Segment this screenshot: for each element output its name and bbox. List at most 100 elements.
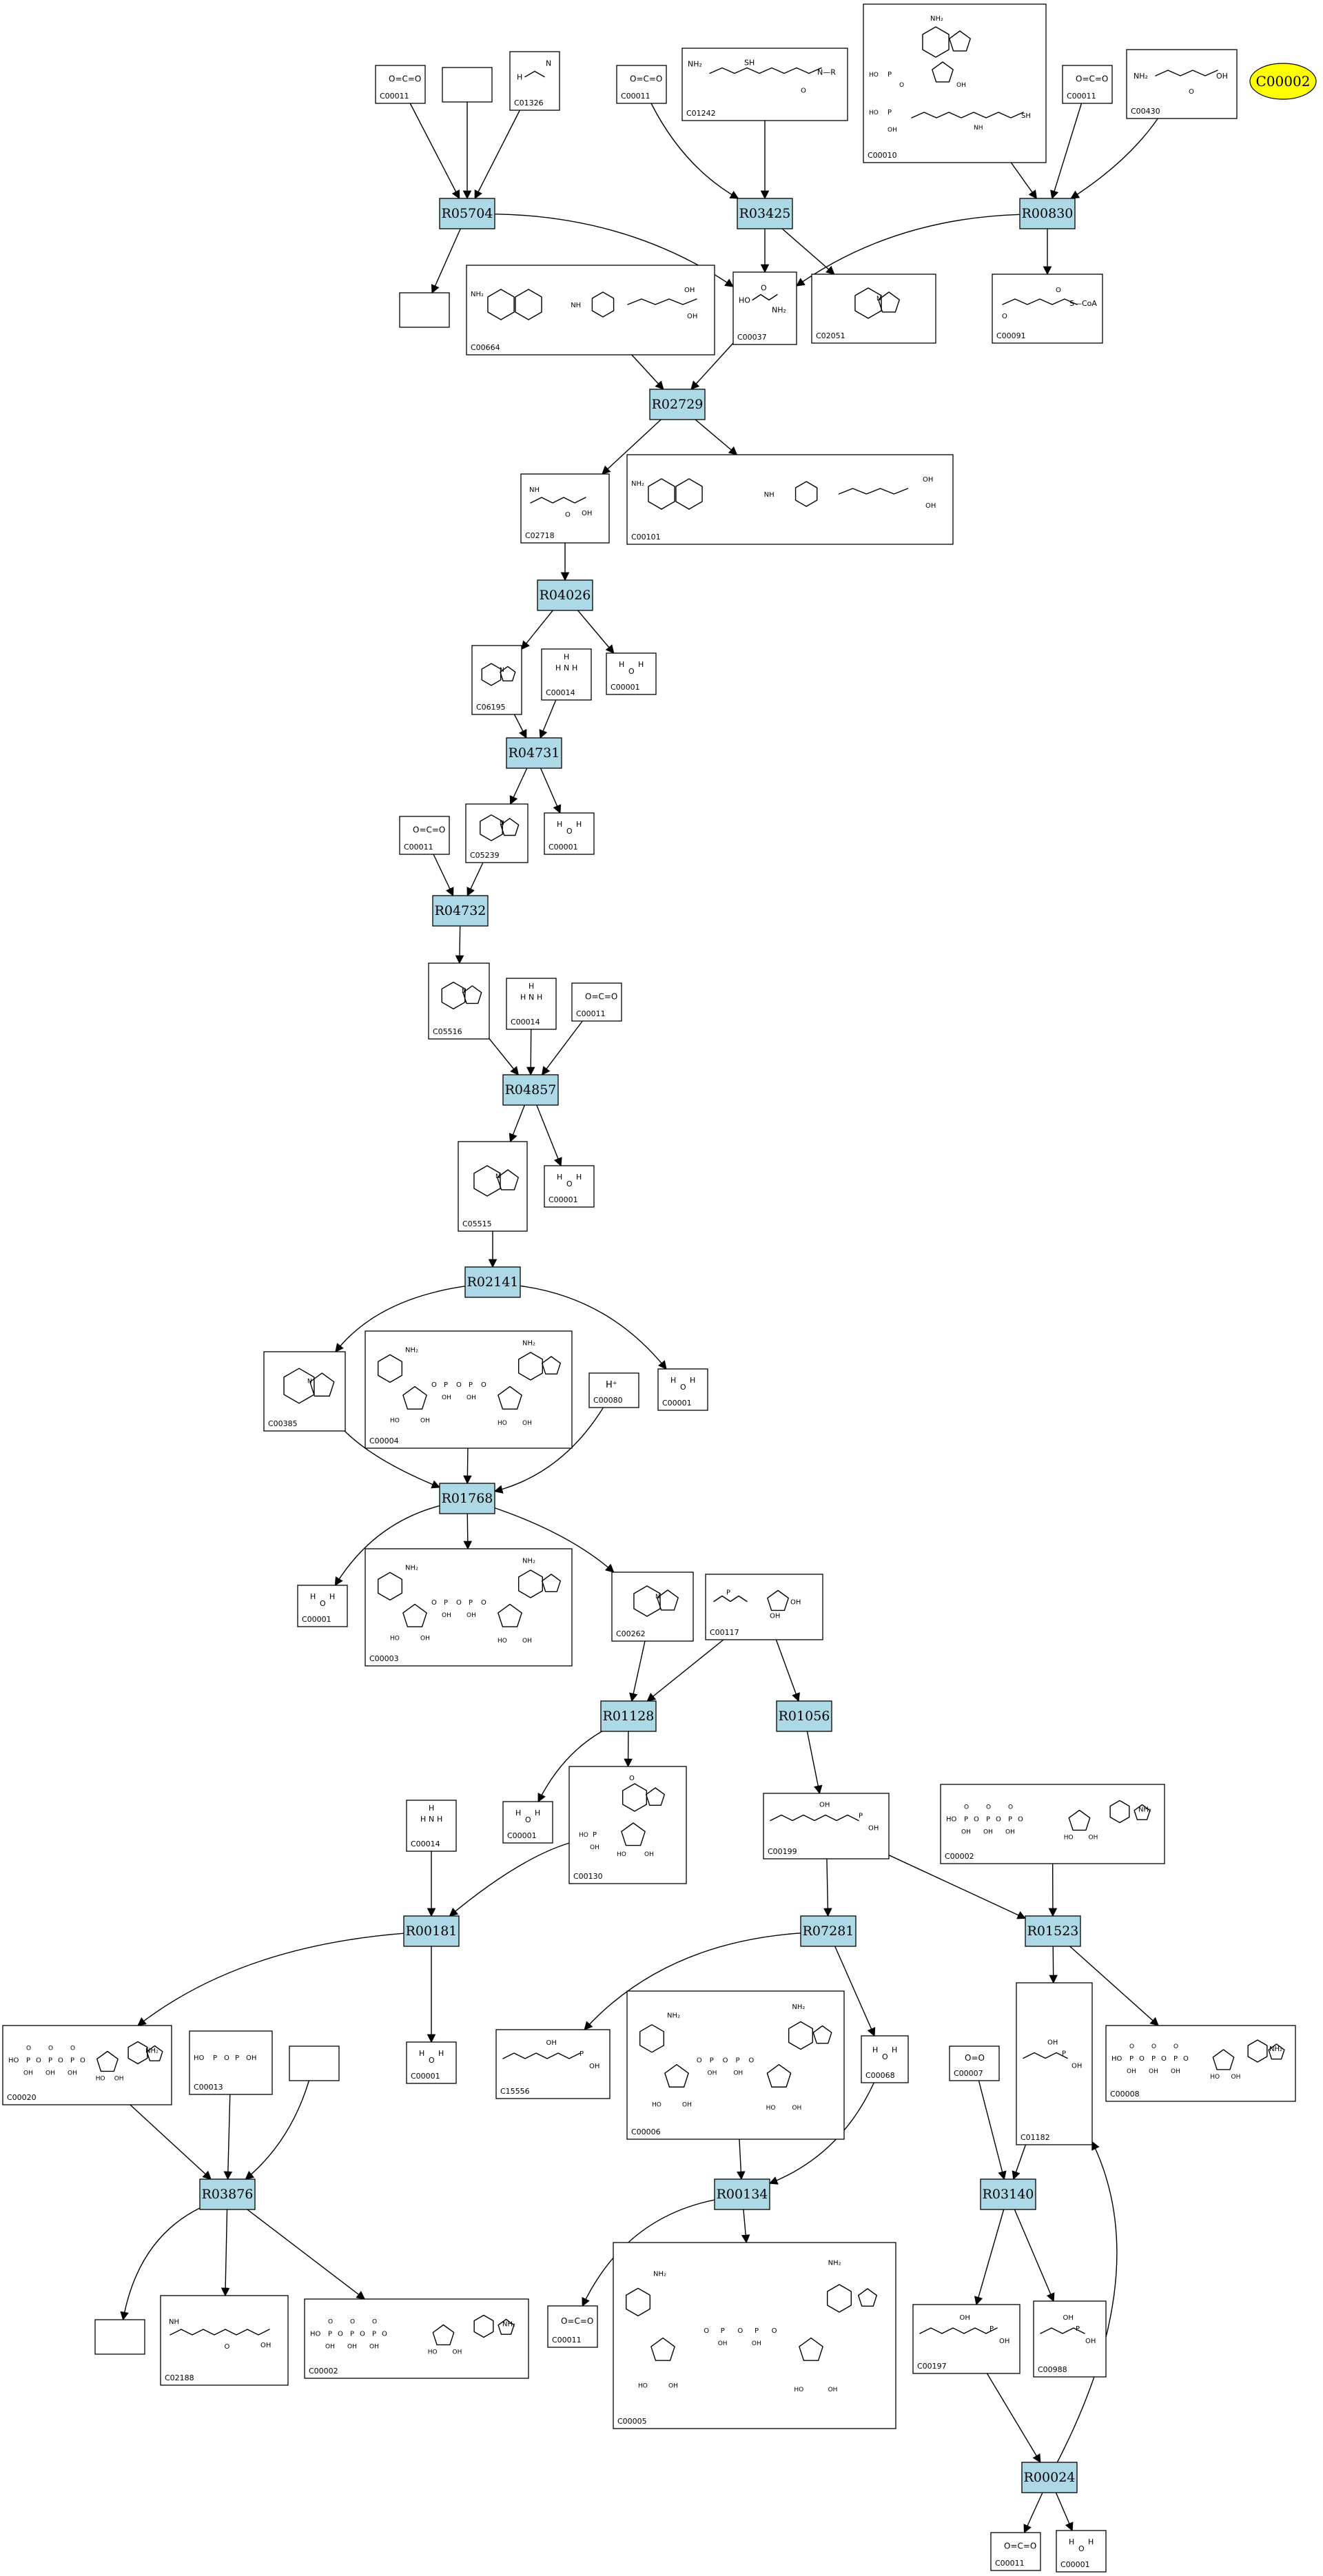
- compound-box: [506, 978, 557, 1030]
- reaction-node[interactable]: R02729: [649, 389, 706, 420]
- reaction-node[interactable]: R01056: [776, 1700, 832, 1732]
- ring-shape: [283, 1368, 315, 1404]
- reaction-node[interactable]: R04026: [537, 579, 593, 611]
- structure-atom-label: OH: [819, 1802, 830, 1809]
- reaction-node[interactable]: R01768: [439, 1483, 495, 1514]
- reaction-node[interactable]: R03140: [980, 2178, 1036, 2210]
- ring-shape: [517, 1352, 544, 1381]
- reaction-node[interactable]: R07281: [800, 1915, 857, 1947]
- structure-atom-label: P: [469, 1599, 473, 1607]
- reaction-node[interactable]: R00024: [1021, 2462, 1078, 2493]
- reaction-node[interactable]: R04732: [432, 895, 489, 927]
- reaction-node[interactable]: R02141: [464, 1266, 521, 1298]
- ring-shape: [432, 2324, 455, 2346]
- compound-node[interactable]: [94, 2319, 145, 2355]
- reaction-node[interactable]: R01128: [600, 1700, 657, 1732]
- compound-node[interactable]: [399, 292, 450, 328]
- structure-atom-label: NH: [169, 2318, 179, 2326]
- reaction-node[interactable]: R00830: [1019, 198, 1076, 229]
- ring-shape: [377, 1572, 403, 1601]
- compound-box: [442, 67, 493, 103]
- reaction-node[interactable]: R04731: [506, 737, 562, 769]
- highlight-node[interactable]: C00002: [1249, 63, 1317, 100]
- reaction-node[interactable]: R05704: [439, 198, 495, 229]
- reaction-node[interactable]: R03425: [737, 198, 793, 229]
- reaction-node[interactable]: R01523: [1025, 1915, 1081, 1947]
- compound-box: [912, 2304, 1021, 2374]
- reaction-node[interactable]: R04857: [502, 1074, 559, 1106]
- reaction-node[interactable]: R00181: [403, 1915, 460, 1947]
- ring-shape: [591, 291, 615, 318]
- ring-shape: [1068, 1809, 1091, 1831]
- reaction-node[interactable]: R03876: [199, 2178, 256, 2210]
- edge-R01768-to-c31: [334, 1505, 440, 1587]
- ring-shape: [441, 981, 466, 1010]
- structure-atom-label: NH₂: [930, 15, 943, 23]
- reaction-box: [464, 1266, 521, 1298]
- ring-shape: [812, 2025, 832, 2044]
- compound-node[interactable]: [442, 67, 493, 103]
- reaction-node[interactable]: R00134: [714, 2178, 770, 2210]
- compound-node[interactable]: [289, 2046, 340, 2081]
- compound-node[interactable]: H⁺C00080: [588, 1372, 639, 1408]
- structure-atom-label: O: [225, 2343, 230, 2351]
- ring-shape: [1134, 1804, 1151, 1820]
- structure-atom-label: HO: [869, 110, 879, 116]
- compound-id-label: C00101: [631, 533, 661, 542]
- ring-shape: [462, 985, 482, 1004]
